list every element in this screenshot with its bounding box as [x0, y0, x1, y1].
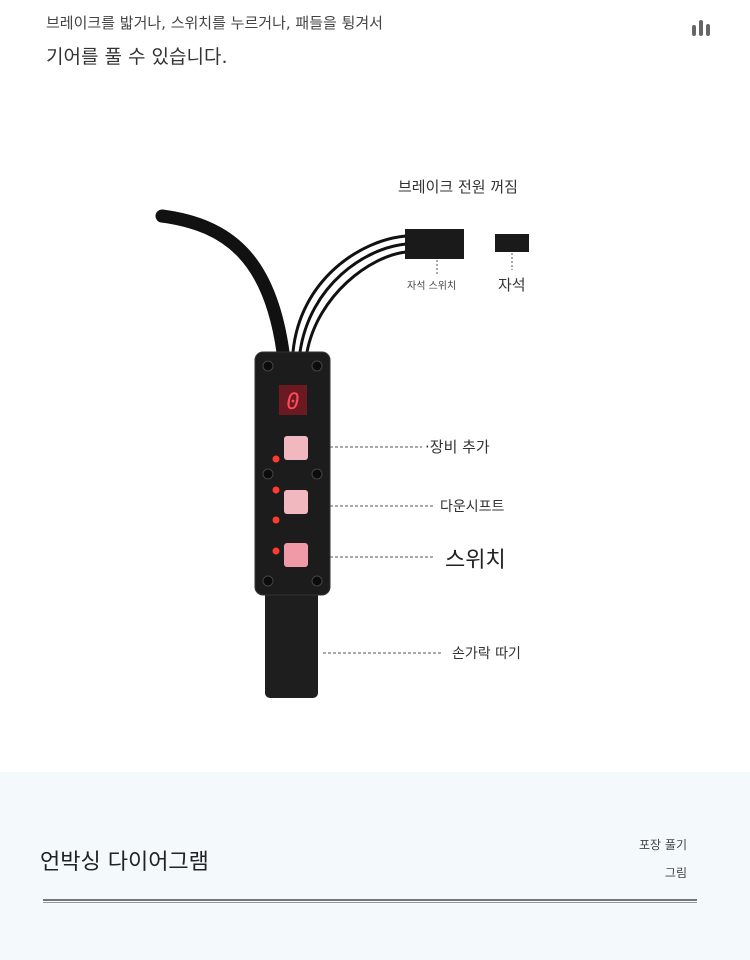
bar-chart-icon[interactable]	[690, 18, 714, 36]
display-digit: 0	[286, 390, 299, 415]
label-finger-paddle: 손가락 따기	[452, 646, 521, 662]
gear-up-button	[284, 436, 308, 460]
unboxing-title: 언박싱 다이어그램	[40, 850, 209, 875]
label-brake-power-off: 브레이크 전원 꺼짐	[398, 178, 518, 196]
led	[272, 547, 280, 555]
main-cable	[155, 209, 290, 359]
magnet-box	[495, 234, 529, 252]
unboxing-section: 언박싱 다이어그램 포장 풀기 그림	[0, 772, 750, 960]
product-diagram: 0 브레이크 전원 꺼짐 자석 스위치 자석 ·장비 추가 다운시프트 스위치 …	[155, 178, 529, 698]
gear-display	[279, 385, 307, 415]
magnet-switch-box	[405, 229, 464, 259]
switch-button	[284, 543, 308, 567]
label-magnet: 자석	[498, 276, 526, 294]
controller-body	[254, 351, 331, 596]
led	[272, 516, 280, 524]
label-switch: 스위치	[445, 548, 506, 573]
divider	[43, 899, 697, 903]
finger-paddle	[265, 585, 318, 698]
led	[272, 486, 280, 494]
label-downshift: 다운시프트	[440, 499, 505, 515]
unboxing-side-line-2: 그림	[664, 866, 687, 880]
wire	[305, 250, 407, 353]
led	[272, 455, 280, 463]
downshift-button	[284, 490, 308, 514]
label-gear-up: ·장비 추가	[425, 438, 490, 456]
intro-line-1: 브레이크를 밟거나, 스위치를 누르거나, 패들을 튕겨서	[46, 14, 383, 32]
label-magnet-switch: 자석 스위치	[407, 279, 456, 292]
intro-line-2: 기어를 풀 수 있습니다.	[46, 46, 228, 68]
wire	[291, 234, 407, 353]
unboxing-side-line-1: 포장 풀기	[639, 838, 687, 852]
wire	[298, 242, 407, 353]
